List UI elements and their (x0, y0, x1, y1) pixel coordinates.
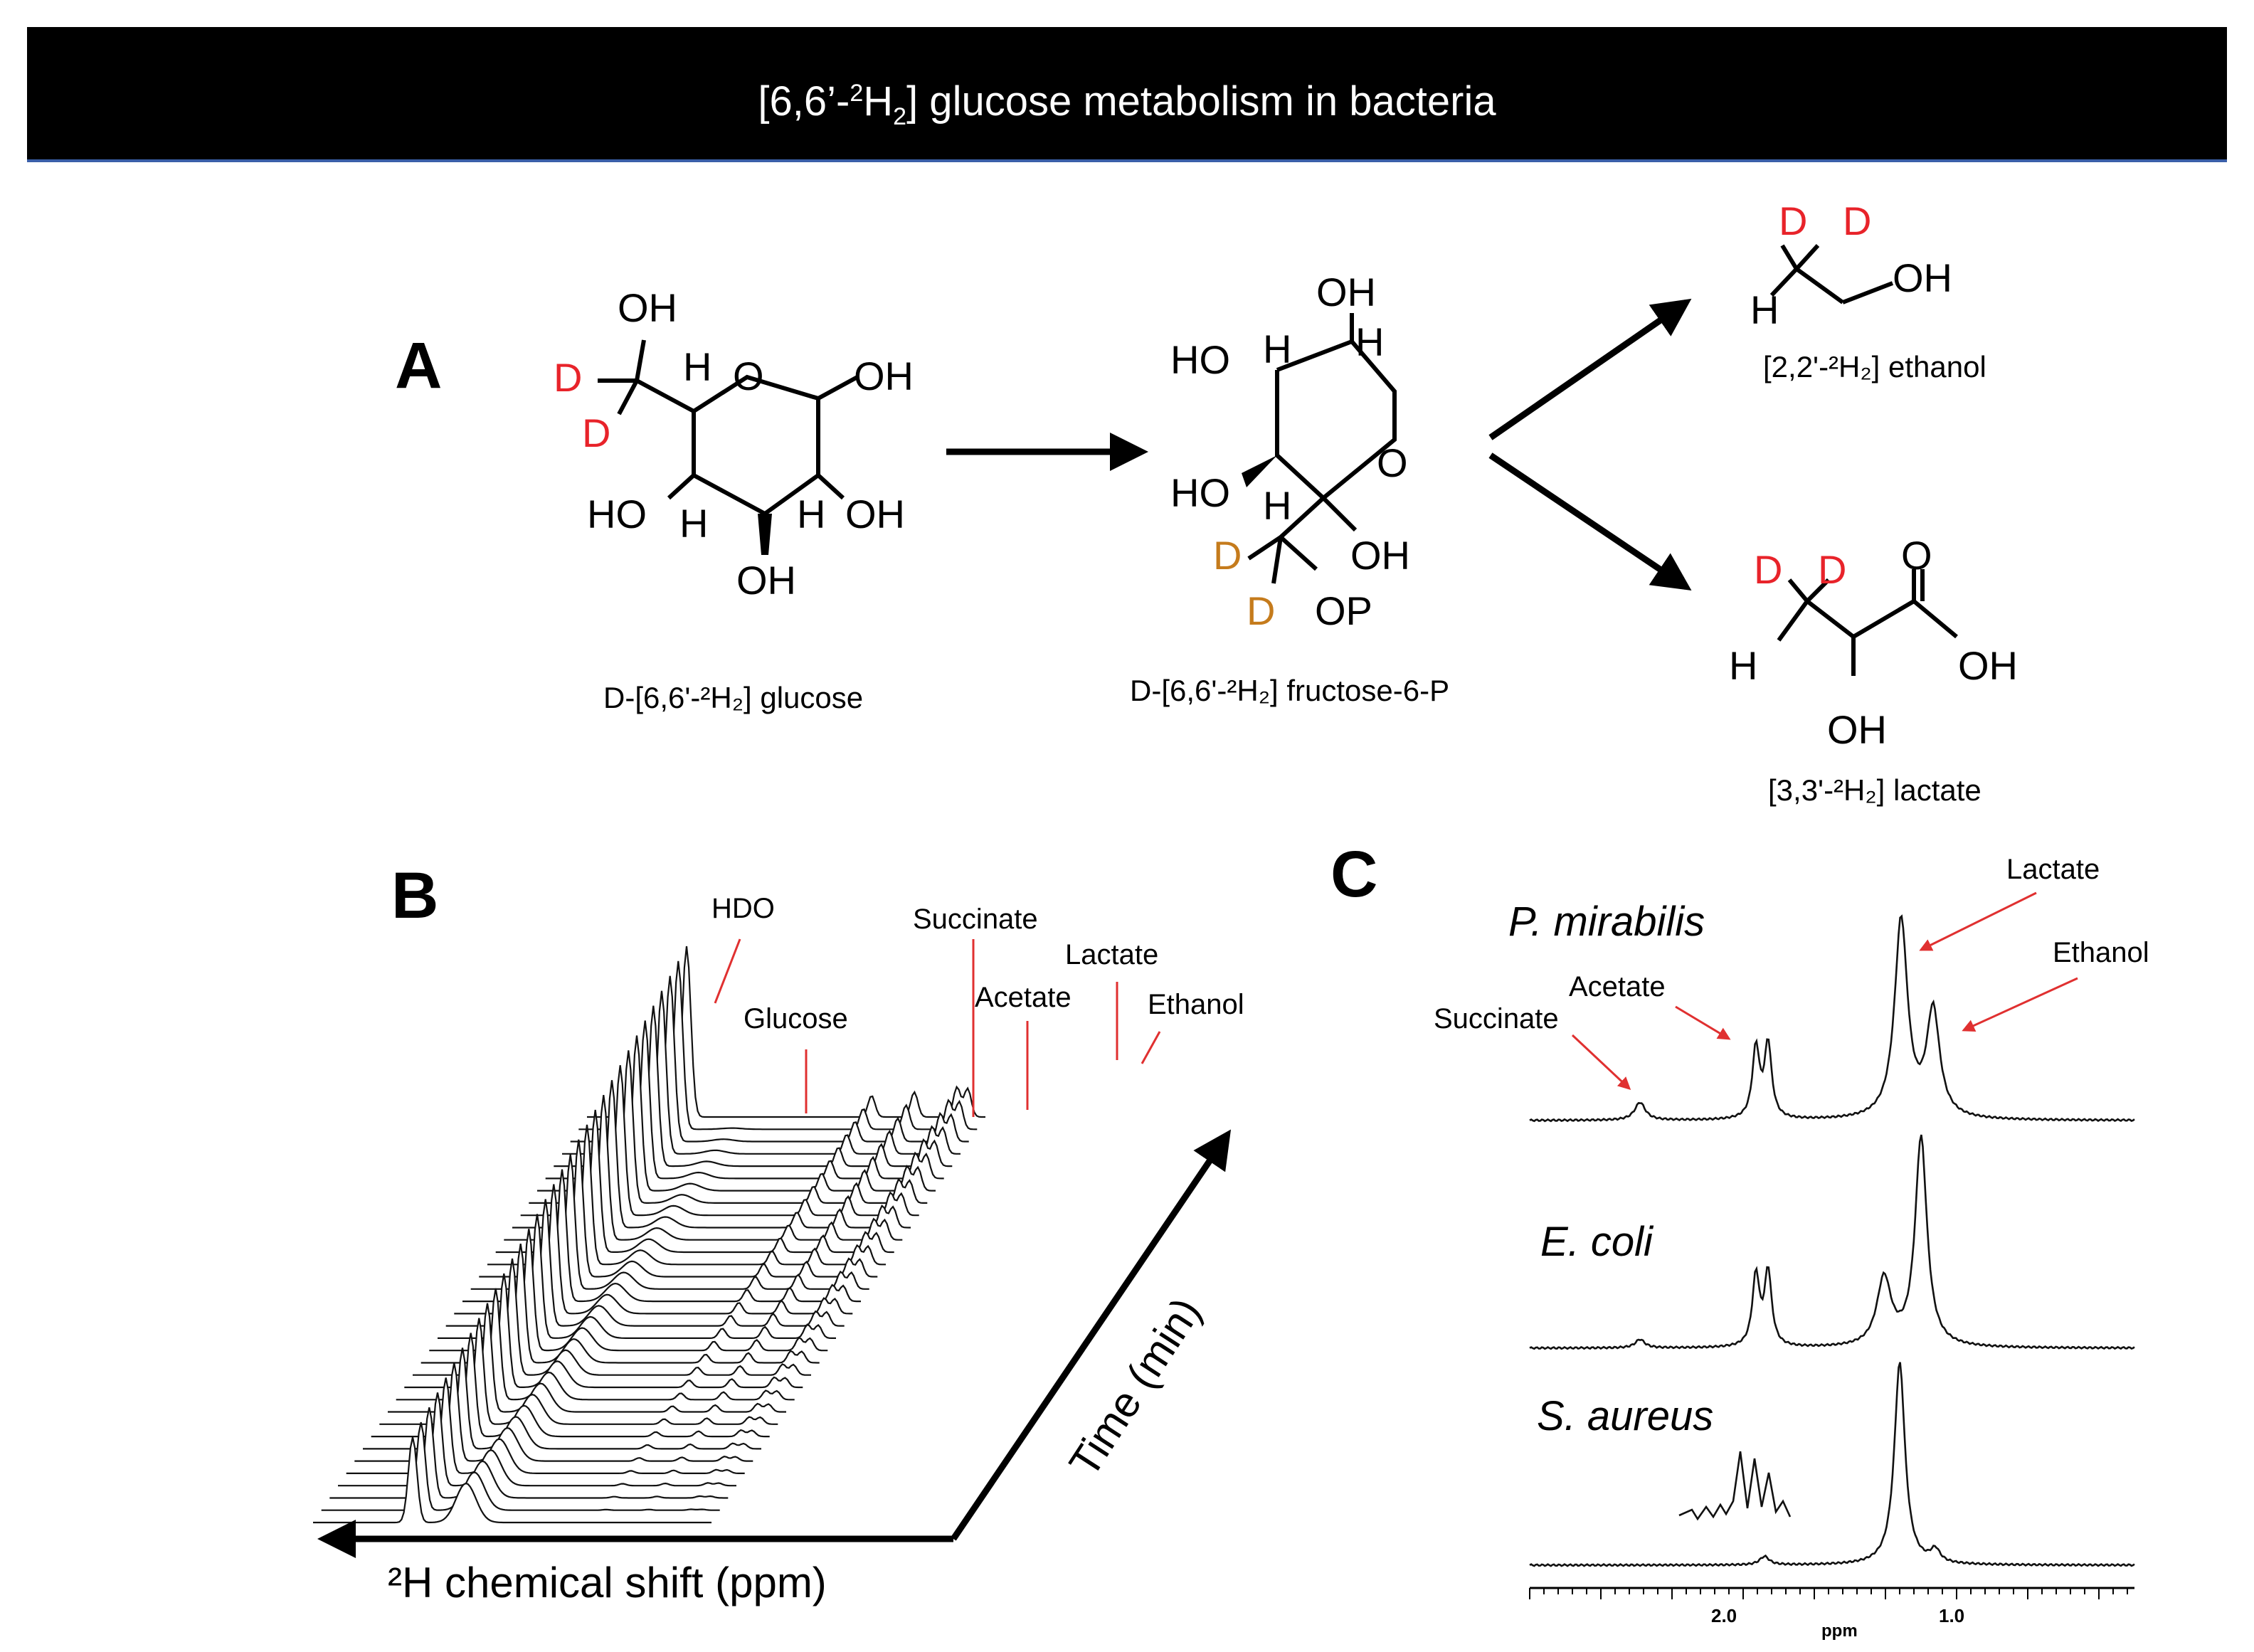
fructose-label: D-[6,6'-²H₂] fructose-6-P (1130, 674, 1449, 707)
panel-b-letter: B (391, 859, 438, 932)
fructose-h-top: H (1355, 319, 1384, 364)
label-succinate: Succinate (913, 904, 1038, 935)
lactate-h: H (1729, 643, 1757, 688)
lactate-d1: D (1754, 547, 1782, 592)
ethanol-label: [2,2'-²H₂] ethanol (1763, 350, 1986, 383)
label-acetate: Acetate (975, 982, 1072, 1013)
title-mid: H (863, 78, 894, 125)
fructose-op: OP (1315, 588, 1372, 633)
label-arrows-c (1571, 891, 2078, 1091)
ethanol-h: H (1750, 287, 1779, 332)
spectrum-trace (329, 1407, 729, 1499)
ethanol-structure: D D H OH (1750, 198, 1952, 332)
glucose-ring-o: O (733, 354, 764, 398)
trace-p-mirabilis (1529, 914, 2135, 1123)
c-label-lactate: Lactate (2006, 854, 2100, 885)
trace-e-coli (1529, 1134, 2135, 1350)
trace-s-aureus (1529, 1362, 2135, 1567)
title-sup: 2 (850, 80, 864, 107)
page-title: [6,6’-2H2] glucose metabolism in bacteri… (27, 27, 2227, 159)
trace-s-aureus-inset (1678, 1451, 1792, 1521)
stacked-spectra (313, 946, 985, 1527)
fructose-ho-top: HO (1170, 337, 1230, 382)
glucose-h2: H (797, 492, 825, 536)
panel-c-letter: C (1330, 838, 1377, 911)
fructose-ho-bottom: HO (1170, 470, 1230, 515)
label-ethanol: Ethanol (1148, 989, 1244, 1020)
glucose-h4: H (679, 501, 708, 546)
glucose-structure: OH D D H O OH HO H H OH OH (554, 285, 914, 603)
c-label-acetate: Acetate (1569, 971, 1666, 1002)
glucose-d1: D (554, 355, 582, 400)
panel-a-letter: A (395, 329, 442, 402)
time-axis-arrow (951, 1129, 1232, 1541)
title-suffix: ] glucose metabolism in bacteria (906, 78, 1496, 125)
tick-2-0: 2.0 (1711, 1605, 1737, 1626)
glucose-ho: HO (587, 492, 647, 536)
lactate-structure: D D O H OH OH (1729, 533, 2018, 752)
glucose-d2: D (582, 411, 610, 455)
species-e-coli: E. coli (1540, 1219, 1654, 1265)
label-pointers-b (714, 938, 1161, 1117)
fructose-oh-anomeric: OH (1350, 533, 1410, 578)
fructose-structure: OH H HO H O HO H OH D D OP (1170, 270, 1410, 633)
spectrum-trace (321, 1421, 720, 1511)
glucose-oh-anomeric: OH (854, 354, 914, 398)
glucose-oh-bottom: OH (736, 558, 796, 603)
glucose-h5: H (683, 344, 711, 389)
ethanol-d1: D (1779, 198, 1807, 243)
reaction-arrow-lactate (1488, 452, 1692, 591)
fructose-oh-top: OH (1316, 270, 1376, 314)
label-hdo: HDO (711, 893, 775, 924)
lactate-d2: D (1818, 547, 1846, 592)
spectrum-trace (313, 1436, 711, 1524)
c-label-succinate: Succinate (1434, 1003, 1559, 1034)
glucose-label: D-[6,6'-²H₂] glucose (603, 681, 863, 714)
label-glucose: Glucose (744, 1003, 848, 1034)
species-s-aureus: S. aureus (1537, 1393, 1713, 1439)
fructose-d1: D (1213, 533, 1242, 578)
reaction-arrow-ethanol (1488, 298, 1692, 440)
axis-unit-ppm: ppm (1821, 1621, 1858, 1641)
species-spectra (1529, 914, 2135, 1567)
title-banner: [6,6’-2H2] glucose metabolism in bacteri… (27, 27, 2227, 162)
spectrum-trace (338, 1392, 736, 1487)
label-lactate: Lactate (1065, 939, 1158, 970)
species-p-mirabilis: P. mirabilis (1508, 899, 1705, 945)
lactate-oh-acid: OH (1958, 643, 2018, 688)
glucose-oh-top: OH (618, 285, 677, 330)
time-axis-label: Time (min) (1060, 1289, 1210, 1485)
x-axis-label: ²H chemical shift (ppm) (388, 1559, 827, 1606)
fructose-h4: H (1263, 483, 1291, 528)
glucose-oh-right: OH (845, 492, 905, 536)
ppm-axis: 2.0 1.0 ppm (1529, 1587, 2134, 1641)
lactate-label: [3,3'-²H₂] lactate (1768, 773, 1981, 807)
title-prefix: [6,6’- (758, 78, 850, 125)
tick-1-0: 1.0 (1939, 1605, 1964, 1626)
fructose-ring-o: O (1377, 440, 1408, 485)
ethanol-oh: OH (1893, 255, 1952, 300)
title-sub: 2 (893, 102, 907, 130)
c-label-ethanol: Ethanol (2053, 937, 2149, 968)
fructose-h3: H (1263, 327, 1291, 371)
ethanol-d2: D (1843, 198, 1871, 243)
lactate-carbonyl-o: O (1901, 533, 1932, 578)
fructose-d2: D (1247, 588, 1275, 633)
lactate-oh-alcohol: OH (1827, 707, 1887, 752)
